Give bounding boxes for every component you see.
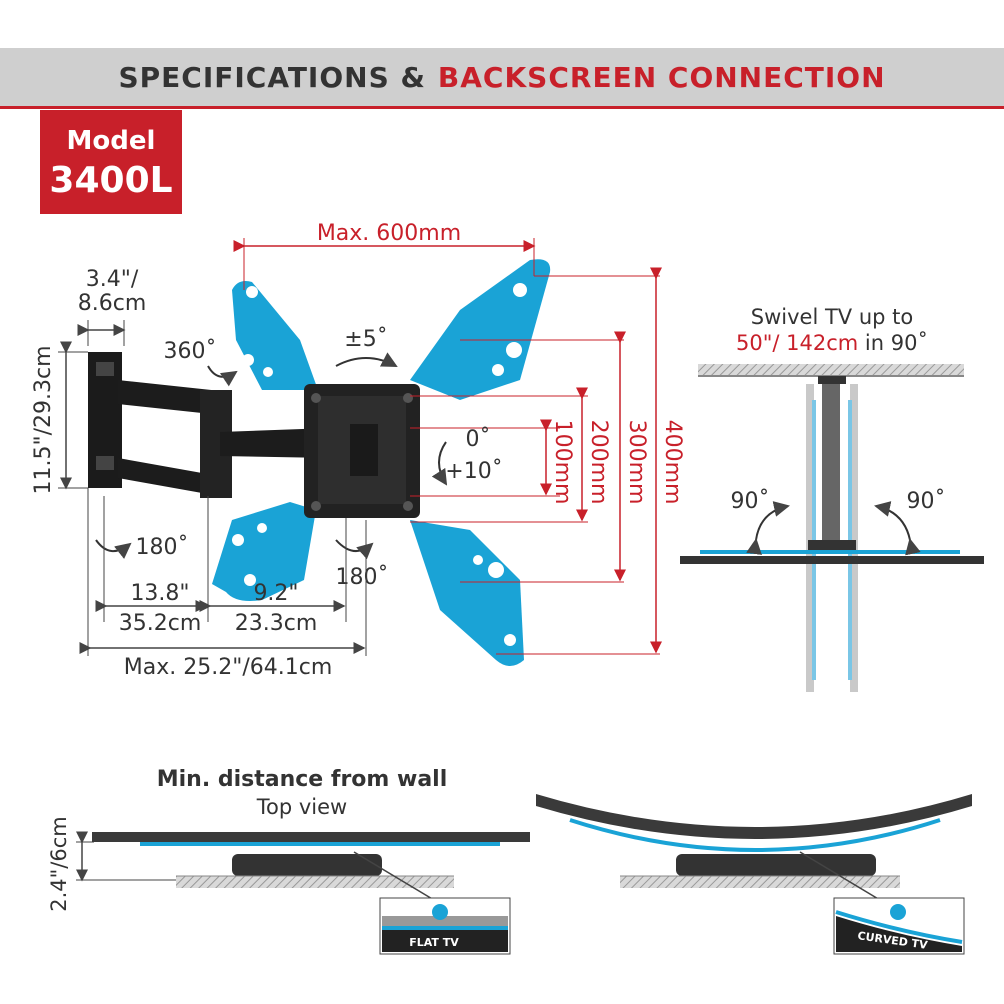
title-part1: SPECIFICATIONS & (118, 60, 426, 94)
wall-distance-label: 2.4"/6cm (47, 816, 71, 912)
model-badge: Model 3400L (40, 110, 182, 214)
plate-bottom-right (410, 520, 524, 666)
height-label: 11.5"/29.3cm (31, 345, 56, 494)
arm1-in-label: 13.8" (130, 581, 189, 606)
title-banner: SPECIFICATIONS & BACKSCREEN CONNECTION (0, 48, 1004, 106)
curved-tv (536, 794, 972, 839)
v100-label: 100mm (550, 420, 575, 505)
mount-diagram (88, 259, 551, 666)
wall-subtitle: Top view (256, 795, 347, 819)
tilt5-arrow (335, 352, 398, 367)
depth-in-label: 3.4"/ (86, 267, 139, 292)
arm-front (220, 428, 330, 458)
swivel-line2: 50"/ 142cm in 90˚ (736, 331, 928, 355)
arm2-in-label: 9.2" (253, 581, 298, 606)
swivel-right-label: 90˚ (907, 489, 946, 514)
swivel-angle: in 90˚ (858, 331, 928, 355)
tilt-arrow (431, 441, 448, 486)
swivel-180b-arrow (335, 539, 374, 560)
tilt0-label: 0˚ (466, 427, 491, 452)
swivel-left-label: 90˚ (731, 489, 770, 514)
arm2-cm-label: 23.3cm (235, 611, 318, 636)
rotation-360-label: 360˚ (164, 339, 217, 364)
swivel-180b-label: 180˚ (336, 565, 389, 590)
tilt5-label: ±5˚ (344, 327, 387, 352)
v400-label: 400mm (660, 420, 685, 505)
rotation-360-arrow (207, 365, 238, 387)
arm1-cm-label: 35.2cm (119, 611, 202, 636)
plate-top-left (232, 281, 318, 390)
flat-tv (92, 832, 530, 842)
title-part2: BACKSCREEN CONNECTION (437, 60, 886, 94)
depth-cm-label: 8.6cm (78, 291, 147, 316)
v300-label: 300mm (624, 420, 649, 505)
swivel-right-arrow (874, 501, 921, 556)
title-underline (0, 106, 1004, 109)
swivel-size: 50"/ 142cm (736, 331, 858, 355)
swivel-180a-arrow (95, 539, 132, 559)
swivel-line1: Swivel TV up to (751, 305, 913, 329)
max-extension-label: Max. 25.2"/64.1cm (124, 655, 333, 680)
swivel-diagram: Swivel TV up to 50"/ 142cm in 90˚ 90˚ 90… (680, 305, 984, 692)
plate-top-right (410, 259, 551, 400)
tilt10-label: +10˚ (445, 459, 502, 484)
swivel-180a-label: 180˚ (136, 535, 189, 560)
wall-title: Min. distance from wall (157, 767, 448, 792)
max-width-label: Max. 600mm (317, 221, 461, 246)
model-number: 3400L (49, 160, 173, 201)
flat-tv-label: FLAT TV (409, 936, 459, 949)
plate-bottom-left (212, 502, 316, 601)
v200-label: 200mm (586, 420, 611, 505)
wall-distance-section: Min. distance from wall Top view 2.4"/6c… (47, 767, 972, 955)
model-label: Model (66, 126, 156, 156)
swivel-left-arrow (746, 501, 790, 555)
